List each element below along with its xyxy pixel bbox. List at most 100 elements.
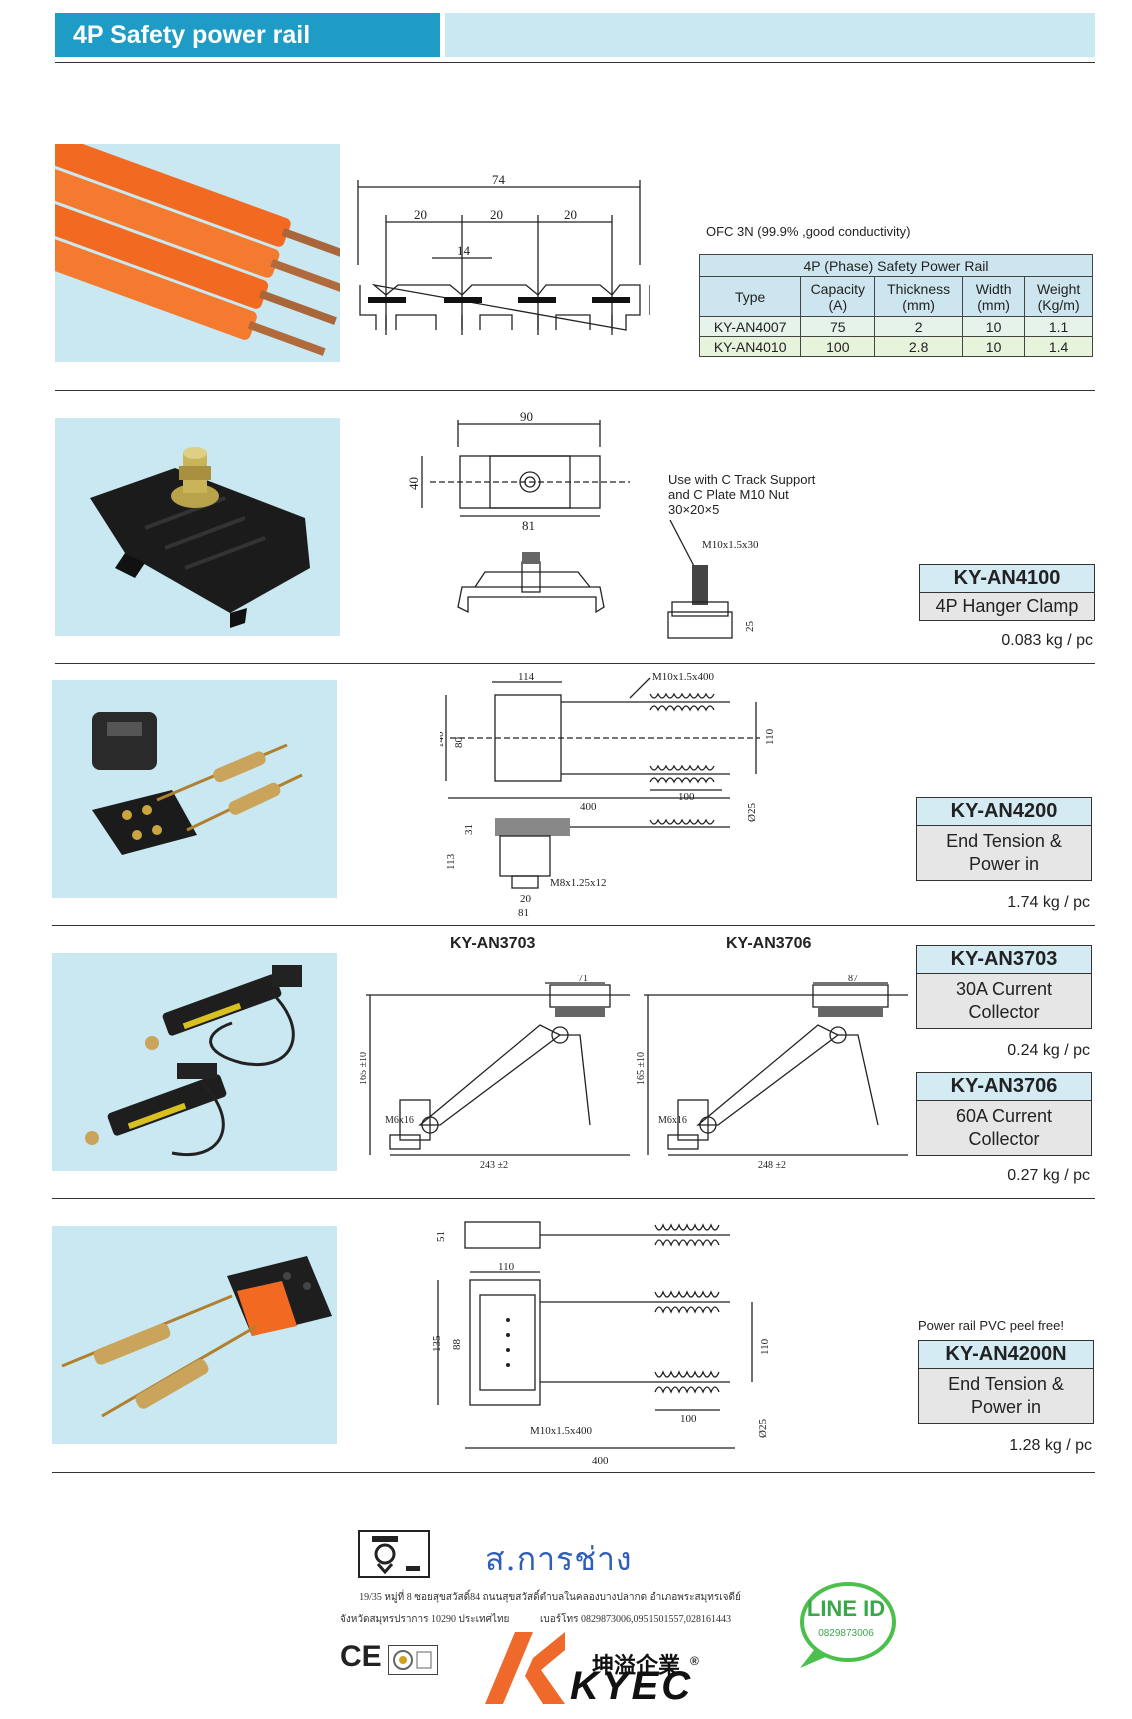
product-card-an4200: KY-AN4200 End Tension & Power in — [916, 797, 1092, 881]
line-id-badge: LINE ID 0829873006 — [792, 1580, 900, 1674]
dim-20c: 20 — [564, 207, 577, 222]
cell-capacity: 100 — [800, 336, 876, 357]
col-capacity: Capacity(A) — [800, 276, 876, 317]
ce-mark: CE — [340, 1640, 382, 1673]
hanger-clamp-drawing: 90 40 81 — [406, 412, 630, 614]
product-weight: 1.74 kg / pc — [1007, 894, 1090, 911]
section-divider — [52, 925, 1095, 926]
dim-d25n: Ø25 — [757, 1419, 769, 1438]
product-name-l2: Power in — [968, 854, 1040, 874]
spec-table-title: 4P (Phase) Safety Power Rail — [699, 254, 1093, 277]
hanger-note: Use with C Track Support and C Plate M10… — [668, 472, 815, 517]
dim-165b: 165 ±10 — [636, 1052, 647, 1085]
hanger-side-drawing: M10x1.5x30 25 — [667, 520, 759, 639]
brand-name: KYEC — [570, 1664, 694, 1708]
brand-mark: ® — [690, 1654, 699, 1668]
label-an3703: KY-AN3703 — [450, 935, 536, 952]
product-card-an4100: KY-AN4100 4P Hanger Clamp — [919, 564, 1095, 621]
product-name-l1: End Tension & — [948, 1374, 1064, 1394]
cell-weight: 1.4 — [1024, 336, 1093, 357]
dim-140: 140 — [440, 731, 446, 748]
col-thickness: Thickness(mm) — [874, 276, 963, 317]
header-band — [445, 13, 1095, 57]
product-weight: 1.28 kg / pc — [1009, 1437, 1092, 1454]
cell-thickness: 2.8 — [874, 336, 963, 357]
dim-31: 31 — [463, 824, 475, 835]
product-code: KY-AN3706 — [917, 1073, 1091, 1101]
hanger-note-l3: 30×20×5 — [668, 502, 720, 517]
dim-110w: 110 — [498, 1261, 515, 1273]
dim-400: 400 — [580, 801, 597, 813]
table-row: KY-AN4007 75 2 10 1.1 — [698, 316, 1093, 337]
product-name-l2: Collector — [968, 1129, 1040, 1149]
product-name-l1: 60A Current — [955, 1106, 1053, 1126]
product-code: KY-AN4200N — [919, 1341, 1093, 1369]
dim-20a: 20 — [414, 207, 427, 222]
line-id-title: LINE ID — [806, 1596, 886, 1621]
dim-113: 113 — [445, 853, 457, 870]
dim-74: 74 — [492, 172, 506, 187]
dim-81: 81 — [522, 518, 535, 533]
company-phone: เบอร์โทร 0829873006,0951501557,028161443 — [540, 1614, 731, 1625]
brand-chinese: 坤溢企業 — [592, 1653, 681, 1678]
dim-100: 100 — [678, 791, 695, 803]
line-id-number: 0829873006 — [818, 1628, 874, 1639]
cell-type: KY-AN4007 — [698, 316, 802, 337]
end-tension-n-drawing: 51 110 135 88 110 100 Ø25 M10x1.5x400 40… — [431, 1221, 770, 1467]
dim-114: 114 — [518, 671, 535, 683]
product-card-an3706: KY-AN3706 60A Current Collector — [916, 1072, 1092, 1156]
table-row: KY-AN4010 100 2.8 10 1.4 — [698, 336, 1093, 357]
dim-51: 51 — [435, 1231, 447, 1242]
dim-20: 20 — [520, 893, 532, 905]
section-divider — [55, 663, 1095, 664]
header-divider — [55, 62, 1095, 63]
current-collector-photo — [52, 953, 337, 1171]
dim-165a: 165 ±10 — [360, 1052, 369, 1085]
dim-d25: Ø25 — [746, 803, 758, 822]
col-width-l2: (mm) — [977, 296, 1010, 313]
dim-87: 87 — [848, 975, 858, 984]
dim-71: 71 — [578, 975, 588, 984]
hanger-note-l2: and C Plate M10 Nut — [668, 487, 789, 502]
dim-m6a: M6x16 — [385, 1115, 414, 1126]
product-name: 4P Hanger Clamp — [920, 593, 1094, 620]
dim-135: 135 — [431, 1335, 443, 1352]
rail-spec-table: 4P (Phase) Safety Power Rail Type Capaci… — [698, 254, 1093, 357]
dim-248: 248 ±2 — [758, 1160, 786, 1171]
product-code: KY-AN3703 — [917, 946, 1091, 974]
company-logo — [358, 1530, 430, 1578]
col-type: Type — [698, 276, 802, 317]
product-weight: 0.27 kg / pc — [1007, 1167, 1090, 1184]
power-rail-photo — [55, 144, 340, 362]
product-weight: 0.083 kg / pc — [1001, 632, 1093, 649]
col-weight-l2: (Kg/m) — [1037, 296, 1080, 313]
product-code: KY-AN4200 — [917, 798, 1091, 826]
dim-rod: M10x1.5x400 — [652, 671, 715, 683]
col-capacity-l1: Capacity — [810, 280, 866, 297]
cell-weight: 1.1 — [1024, 316, 1093, 337]
company-address-2: จังหวัดสมุทรปราการ 10290 ประเทศไทย — [340, 1614, 510, 1625]
dim-14-gap: 14 — [457, 243, 471, 258]
dim-40: 40 — [406, 477, 421, 490]
cell-width: 10 — [961, 316, 1026, 337]
dim-81b: 81 — [518, 907, 529, 919]
product-name-l2: Collector — [968, 1002, 1040, 1022]
dim-88: 88 — [451, 1339, 463, 1351]
dim-110h: 110 — [759, 1338, 770, 1355]
product-code: KY-AN4100 — [920, 565, 1094, 593]
company-address: 19/35 หมู่ที่ 8 ซอยสุขสวัสดิ์84 ถนนสุขสว… — [359, 1592, 741, 1603]
material-note: OFC 3N (99.9% ,good conductivity) — [706, 224, 911, 239]
col-width: Width(mm) — [961, 276, 1026, 317]
end-tension-n-photo — [52, 1226, 337, 1444]
product-card-an4200n: KY-AN4200N End Tension & Power in — [918, 1340, 1094, 1424]
current-collector-drawings: 165 ±10 71 M6x16 243 ±2 165 ±10 87 M6x16… — [360, 975, 908, 1171]
pvc-note: Power rail PVC peel free! — [918, 1318, 1064, 1333]
dim-screw: M8x1.25x12 — [550, 877, 607, 889]
dim-243: 243 ±2 — [480, 1160, 508, 1171]
cell-thickness: 2 — [874, 316, 963, 337]
end-tension-drawing: 114 M10x1.5x400 140 80 110 100 400 Ø25 3… — [440, 671, 776, 919]
dim-90: 90 — [520, 412, 533, 424]
col-thickness-l2: (mm) — [902, 296, 935, 313]
certification-icon — [388, 1645, 438, 1675]
hanger-clamp-photo — [55, 418, 340, 636]
